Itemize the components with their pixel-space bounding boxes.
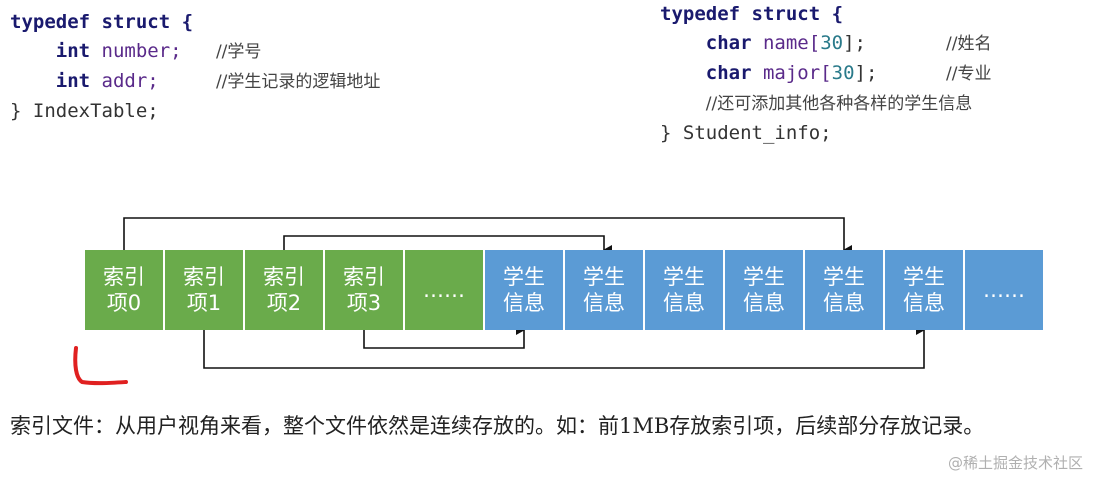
code-line: typedef struct { xyxy=(10,11,194,33)
student-record-cell: 学生 信息 xyxy=(565,250,645,330)
index-item-cell: …… xyxy=(405,250,485,330)
pointer-arrow xyxy=(363,325,525,349)
student-record-cell: 学生 信息 xyxy=(485,250,565,330)
pointer-arrow xyxy=(283,235,612,255)
red-annotation-stroke xyxy=(73,346,128,386)
student-info-code: typedef struct { char name[30]; //姓名 cha… xyxy=(660,3,992,144)
index-table-code: typedef struct { int number; //学号 int ad… xyxy=(10,11,381,122)
watermark: @稀土掘金技术社区 xyxy=(947,454,1083,472)
student-record-cell: 学生 信息 xyxy=(645,250,725,330)
student-record-cell: 学生 信息 xyxy=(885,250,965,330)
index-item-cell: 索引 项2 xyxy=(245,250,325,330)
student-record-cell: 学生 信息 xyxy=(725,250,805,330)
pointer-arrow xyxy=(203,325,925,369)
index-item-cell: 索引 项1 xyxy=(165,250,245,330)
index-item-cell: 索引 项0 xyxy=(85,250,165,330)
pointer-arrow xyxy=(123,217,852,255)
student-record-cell: 学生 信息 xyxy=(805,250,885,330)
caption: 索引文件：从用户视角来看，整个文件依然是连续存放的。如：前1MB存放索引项，后续… xyxy=(10,414,985,438)
student-record-cell: …… xyxy=(965,250,1045,330)
index-item-cell: 索引 项3 xyxy=(325,250,405,330)
